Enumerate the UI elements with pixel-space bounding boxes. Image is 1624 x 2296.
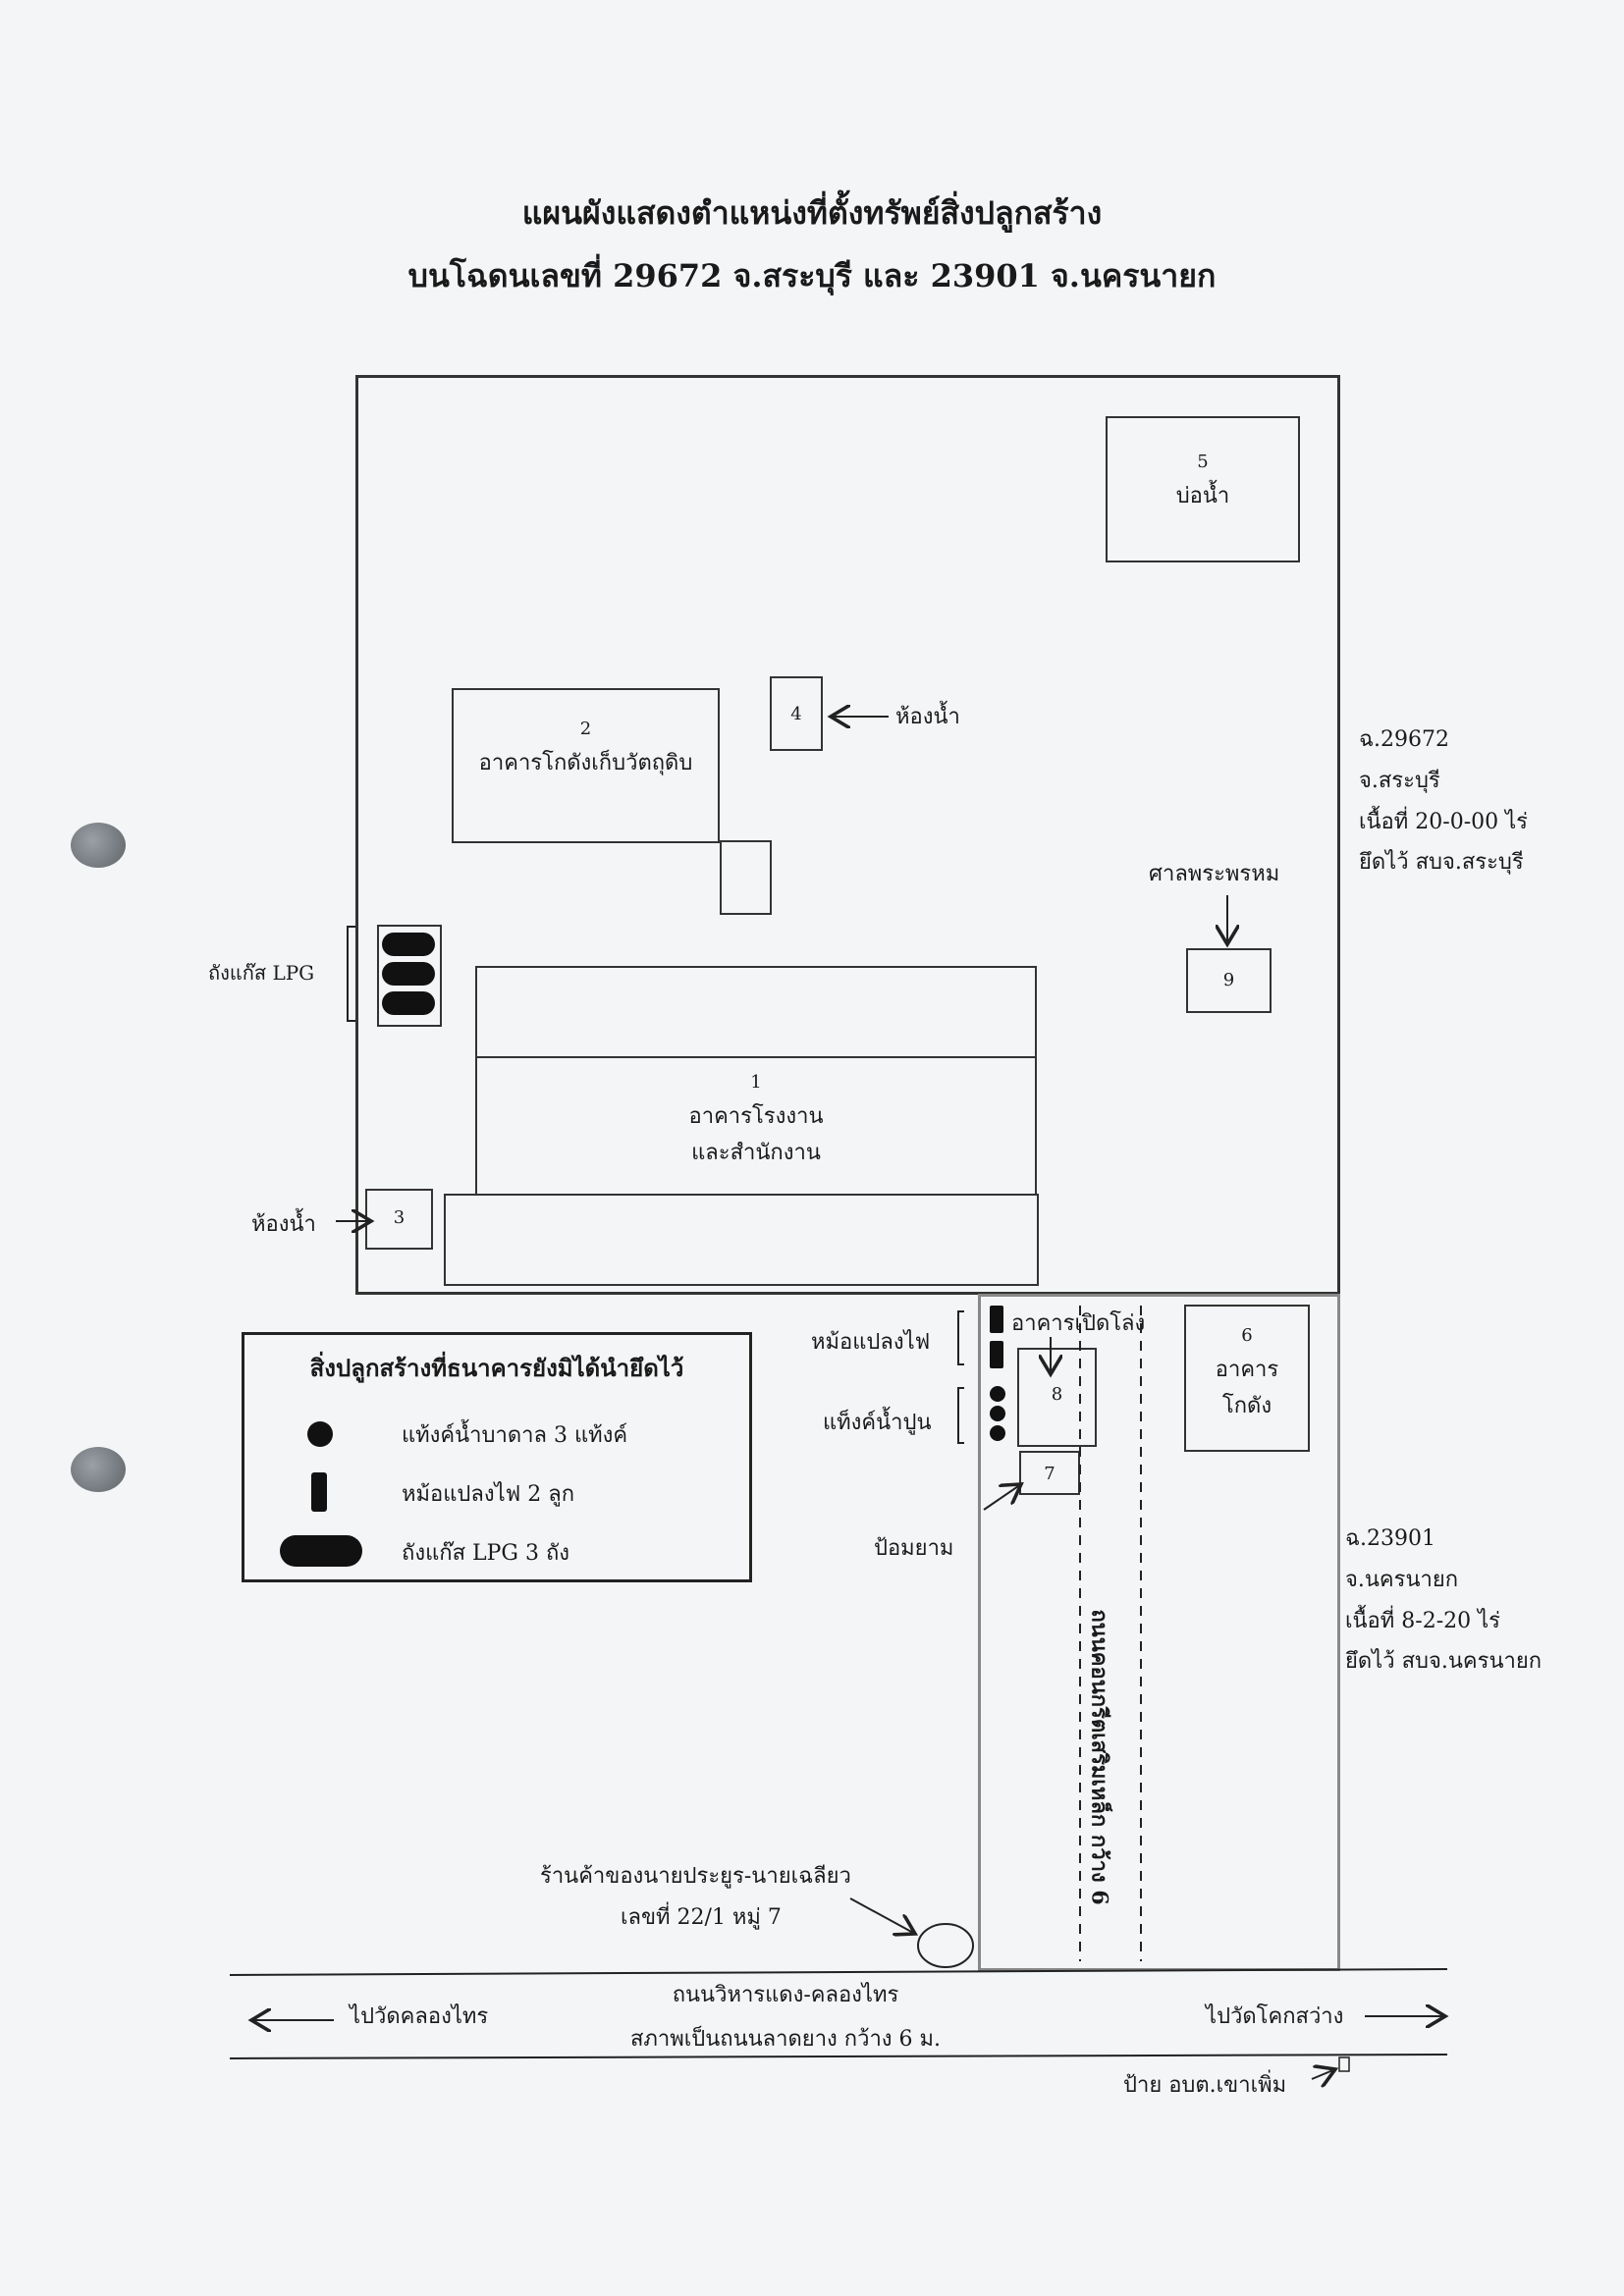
building-6-name-line2: โกดัง xyxy=(1221,1393,1272,1418)
deed-23901-info: ฉ.23901 จ.นครนายก เนื้อที่ 8-2-20 ไร่ ยึ… xyxy=(1345,1519,1542,1682)
cement-tank-bracket xyxy=(957,1387,964,1444)
building-1-number: 1 xyxy=(750,1072,762,1093)
lpg-tank-frame xyxy=(377,925,442,1027)
left-direction-label: ไปวัดคลองไทร xyxy=(350,2004,489,2029)
building-6-number: 6 xyxy=(1241,1325,1253,1346)
title-line-2: บนโฉดนเลขที่ 29672 จ.สระบุรี และ 23901 จ… xyxy=(407,257,1217,294)
guard-post-arrow xyxy=(983,1484,1021,1511)
building-6-label: 6 อาคาร โกดัง xyxy=(1184,1321,1310,1424)
punch-hole-top xyxy=(71,823,126,868)
main-road-edge-bottom xyxy=(229,2054,1448,2059)
transformer-2 xyxy=(990,1341,1003,1368)
shrine-callout: ศาลพระพรหม xyxy=(1149,862,1280,886)
deed-29672-seized: ยึดไว้ สบจ.สระบุรี xyxy=(1359,850,1524,876)
building-5-name: บ่อน้ำ xyxy=(1175,483,1230,508)
deed-29672-area: เนื้อที่ 20-0-00 ไร่ xyxy=(1359,809,1528,834)
open-building-callout: อาคารเปิดโล่ง xyxy=(1011,1311,1146,1336)
legend-item-label: แท้งค์น้ำบาดาล 3 แท้งค์ xyxy=(402,1423,628,1448)
lpg-tank-1 xyxy=(382,933,435,956)
building-2-number: 2 xyxy=(579,719,592,739)
shop-marker xyxy=(917,1923,974,1968)
building-6-name-line1: อาคาร xyxy=(1215,1357,1279,1382)
cement-tank-callout: แท็งค์น้ำปูน xyxy=(823,1411,932,1435)
guard-post-callout: ป้อมยาม xyxy=(874,1536,954,1561)
building-9-shrine xyxy=(1186,948,1272,1013)
building-9-number: 9 xyxy=(1222,970,1235,990)
building-2-warehouse xyxy=(452,688,720,843)
building-2-name: อาคารโกดังเก็บวัตถุดิบ xyxy=(478,750,693,775)
building-1-name-line1: อาคารโรงงาน xyxy=(688,1103,824,1129)
shop-arrow xyxy=(849,1897,915,1934)
building-4-number: 4 xyxy=(790,704,802,724)
cement-tank-2 xyxy=(990,1406,1005,1421)
building-5-label: 5 บ่อน้ำ xyxy=(1106,448,1300,514)
main-road-edge-top xyxy=(229,1968,1448,1976)
deed-23901-seized: ยึดไว้ สบจ.นครนายก xyxy=(1345,1649,1543,1675)
transformer-1 xyxy=(990,1306,1003,1333)
deed-29672-info: ฉ.29672 จ.สระบุรี เนื้อที่ 20-0-00 ไร่ ย… xyxy=(1359,720,1528,883)
legend-item-label: ถังแก๊ส LPG 3 ถัง xyxy=(402,1541,570,1566)
legend-box: สิ่งปลูกสร้างที่ธนาคารยังมิได้นำยึดไว้ แ… xyxy=(242,1332,752,1582)
lpg-tank-3 xyxy=(382,991,435,1015)
sign-marker xyxy=(1338,2056,1350,2072)
building-2-annex xyxy=(720,840,772,915)
main-road-condition: สภาพเป็นถนนลาดยาง กว้าง 6 ม. xyxy=(629,2027,942,2052)
deed-23901-province: จ.นครนายก xyxy=(1345,1567,1459,1592)
bathroom-4-callout: ห้องน้ำ xyxy=(895,705,960,729)
building-1-name-line2: และสำนักงาน xyxy=(691,1140,821,1165)
shop-callout-line2: เลขที่ 22/1 หมู่ 7 xyxy=(621,1905,782,1930)
building-8-number: 8 xyxy=(1051,1384,1063,1405)
transformer-callout: หม้อแปลงไฟ xyxy=(811,1330,931,1355)
main-road-name: ถนนวิหารแดง-คลองไทร xyxy=(672,1983,899,2007)
legend-item-well-tank: แท้งค์น้ำบาดาล 3 แท้งค์ xyxy=(244,1410,749,1459)
legend-bar-icon xyxy=(311,1472,327,1512)
deed-23901-area: เนื้อที่ 8-2-20 ไร่ xyxy=(1345,1608,1500,1633)
cement-tank-3 xyxy=(990,1425,1005,1441)
legend-circle-icon xyxy=(307,1421,333,1447)
legend-item-label: หม้อแปลงไฟ 2 ลูก xyxy=(402,1482,575,1507)
lot-29672-outline xyxy=(355,375,1340,1295)
building-1-lower-block xyxy=(444,1194,1039,1286)
punch-hole-bottom xyxy=(71,1447,126,1492)
legend-item-transformer: หม้อแปลงไฟ 2 ลูก xyxy=(244,1468,749,1518)
lpg-tank-callout: ถังแก๊ส LPG xyxy=(208,961,315,985)
title-line-1: แผนผังแสดงตำแหน่งที่ตั้งทรัพย์สิ่งปลูกสร… xyxy=(521,194,1103,232)
lpg-bracket xyxy=(347,926,355,1022)
legend-item-lpg: ถังแก๊ส LPG 3 ถัง xyxy=(244,1527,749,1576)
deed-29672-number: ฉ.29672 xyxy=(1359,727,1449,752)
right-direction-label: ไปวัดโคกสว่าง xyxy=(1206,2004,1344,2029)
building-4-bathroom xyxy=(770,676,823,751)
cement-tank-1 xyxy=(990,1386,1005,1402)
bathroom-3-callout: ห้องน้ำ xyxy=(251,1212,316,1237)
sign-arrow xyxy=(1311,2069,1335,2079)
building-6-warehouse xyxy=(1184,1305,1310,1452)
building-8-open-building xyxy=(1017,1348,1097,1447)
building-7-number: 7 xyxy=(1044,1464,1056,1484)
legend-title: สิ่งปลูกสร้างที่ธนาคารยังมิได้นำยึดไว้ xyxy=(309,1354,684,1382)
building-5-number: 5 xyxy=(1197,452,1209,472)
sign-callout: ป้าย อบต.เขาเพิ่ม xyxy=(1123,2073,1287,2098)
deed-29672-province: จ.สระบุรี xyxy=(1359,768,1440,793)
building-3-number: 3 xyxy=(393,1207,406,1228)
legend-pill-icon xyxy=(280,1535,362,1567)
deed-23901-number: ฉ.23901 xyxy=(1345,1526,1435,1551)
shop-callout-line1: ร้านค้าของนายประยูร-นายเฉลียว xyxy=(540,1864,851,1889)
building-2-label: 2 อาคารโกดังเก็บวัตถุดิบ xyxy=(452,715,720,781)
building-1-label: 1 อาคารโรงงาน และสำนักงาน xyxy=(475,1068,1037,1171)
building-5-pond xyxy=(1106,416,1300,562)
lpg-tank-2 xyxy=(382,962,435,986)
transformer-bracket xyxy=(957,1310,964,1365)
